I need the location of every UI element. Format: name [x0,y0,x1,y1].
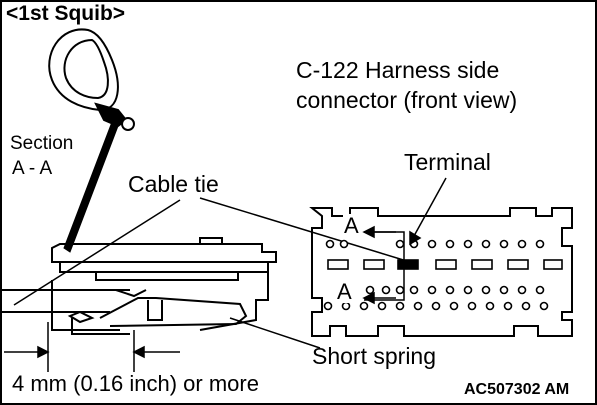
cable-tie-illustration [48,28,135,131]
dimension-label: 4 mm (0.16 inch) or more [12,371,259,396]
terminal-link-leader [199,197,411,263]
cable-tie-label: Cable tie [128,171,219,197]
connector-label-line2: connector (front view) [296,87,518,113]
section-arrows [362,225,396,305]
figure-code: AC507302 AM [464,381,570,398]
cable-tie-leader [13,199,181,306]
wire [2,289,147,313]
terminal-label: Terminal [404,149,491,175]
dimension-markers [4,322,180,372]
section-label-line1: Section [10,133,74,154]
housing-cross-section [51,237,277,335]
terminal-slots-middle [327,259,563,270]
short-spring-label: Short spring [312,343,437,369]
terminal-pins-top [325,239,545,249]
terminal-pins-bottom [323,285,549,311]
terminal-leader [409,177,447,246]
short-spring-leader [229,317,321,349]
connector-label-line1: C-122 Harness side [296,57,500,83]
section-marker-lower: A [336,279,353,304]
section-leader-lines [63,121,119,253]
section-marker-upper: A [343,213,360,238]
figure-heading: <1st Squib> [6,2,126,25]
section-label-line2: A - A [12,158,53,179]
